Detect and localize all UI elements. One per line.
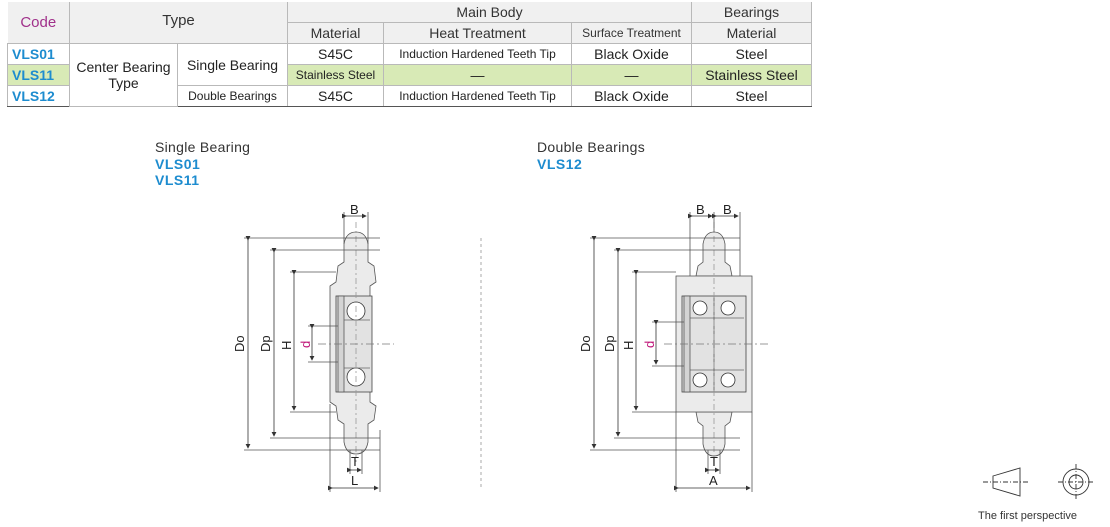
projection-note: The first perspective — [978, 510, 1078, 522]
dim-label-do: Do — [232, 335, 247, 352]
cell-material: S45C — [287, 85, 384, 107]
row-code: VLS11 — [7, 64, 70, 86]
subheader-surface-treatment: Surface Treatment — [571, 22, 692, 44]
dim-label-b: B — [723, 202, 732, 217]
double-code-1: VLS12 — [537, 156, 583, 172]
dim-label-l: L — [351, 473, 358, 488]
type-group-cell: Center Bearing Type — [69, 43, 178, 107]
header-main-body: Main Body — [287, 2, 692, 23]
single-code-2: VLS11 — [155, 172, 200, 188]
dim-label-h: H — [279, 341, 294, 350]
dim-label-b: B — [350, 202, 359, 217]
single-bearing-drawing — [244, 212, 394, 492]
dim-label-dp: Dp — [602, 335, 617, 352]
table-row: VLS12 Double Bearings S45C Induction Har… — [7, 85, 812, 107]
dim-label-do: Do — [578, 335, 593, 352]
dim-label-t: T — [710, 454, 718, 469]
double-bearings-title: Double Bearings — [537, 139, 646, 155]
header-type: Type — [69, 2, 288, 44]
header-bearings: Bearings — [691, 2, 812, 23]
header-code: Code — [7, 2, 70, 44]
cell-bearing: Steel — [691, 85, 812, 107]
spec-table: Code Type Main Body Bearings Material He… — [7, 2, 812, 107]
single-bearing-title: Single Bearing — [155, 139, 251, 155]
cell-material: S45C — [287, 43, 384, 65]
table-row: VLS11 Stainless Steel — — Stainless Stee… — [7, 64, 812, 86]
subtype-double: Double Bearings — [177, 85, 288, 107]
dim-label-a: A — [709, 473, 718, 488]
cell-surface: — — [571, 64, 692, 86]
row-code: VLS01 — [7, 43, 70, 65]
single-code-1: VLS01 — [155, 156, 201, 172]
subheader-material: Material — [287, 22, 384, 44]
row-code: VLS12 — [7, 85, 70, 107]
dim-label-t: T — [351, 454, 359, 469]
double-bearings-drawing — [590, 212, 768, 492]
table-row: VLS01 Center Bearing Type Single Bearing… — [7, 43, 812, 107]
cell-bearing: Stainless Steel — [691, 64, 812, 86]
first-angle-projection-icon — [983, 464, 1094, 500]
dim-label-h: H — [621, 341, 636, 350]
subtype-single: Single Bearing — [177, 43, 288, 86]
cell-surface: Black Oxide — [571, 85, 692, 107]
dim-label-b: B — [696, 202, 705, 217]
dim-label-d: d — [642, 341, 657, 348]
dim-label-d: d — [298, 341, 313, 348]
cell-material: Stainless Steel — [287, 64, 384, 86]
dim-label-dp: Dp — [258, 335, 273, 352]
